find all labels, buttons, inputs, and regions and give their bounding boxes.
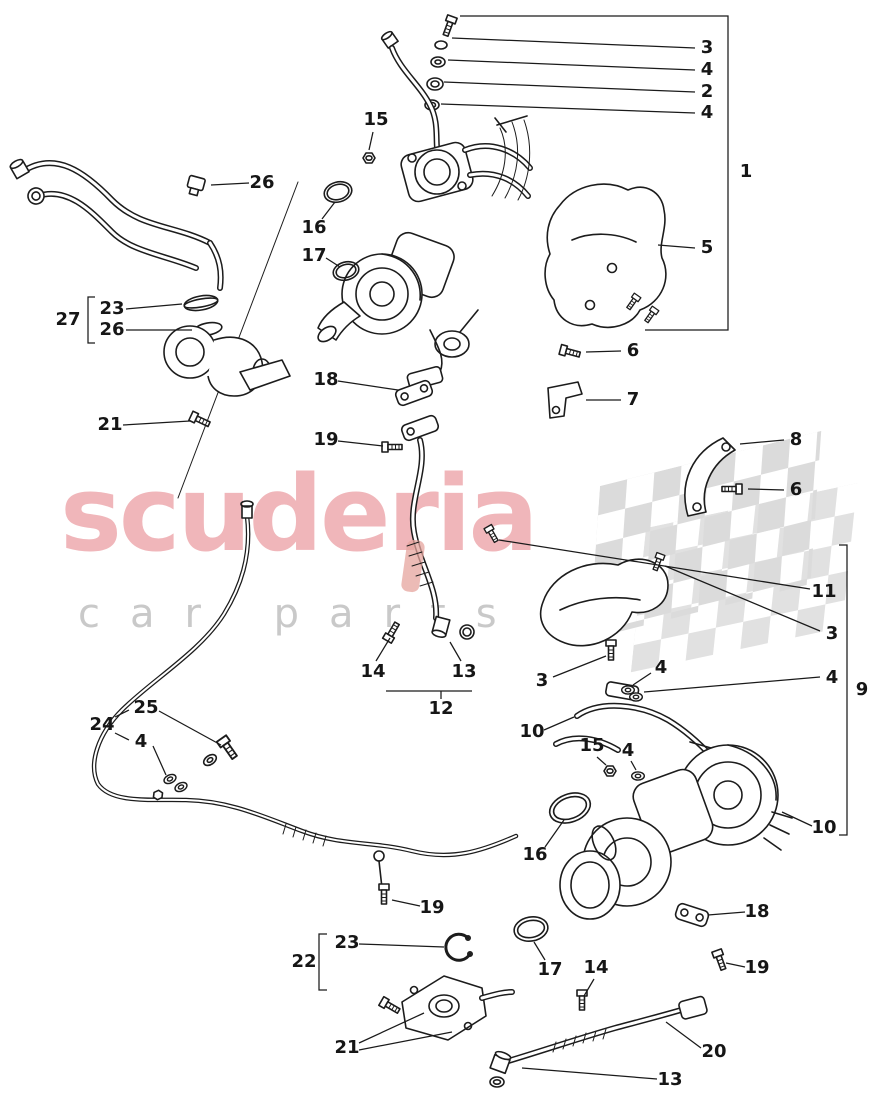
callout-21: 21 xyxy=(334,1037,360,1058)
oil-supply-line-drawing xyxy=(91,500,519,905)
snap-ring-icon xyxy=(444,932,473,962)
o-ring-icon xyxy=(513,916,549,942)
callout-16: 16 xyxy=(301,217,327,238)
callout-19: 19 xyxy=(313,429,339,450)
seal-ring-icon xyxy=(323,180,353,204)
callout-27: 27 xyxy=(55,309,81,330)
turbocharger-left-bank-drawing xyxy=(559,741,793,920)
callout-15: 15 xyxy=(579,735,605,756)
callout-25: 25 xyxy=(133,697,159,718)
callout-4: 4 xyxy=(134,731,148,752)
curved-bracket-drawing xyxy=(684,437,736,517)
callout-1: 1 xyxy=(739,161,753,182)
callout-4: 4 xyxy=(825,667,839,688)
support-bracket-drawing xyxy=(547,381,583,419)
callout-17: 17 xyxy=(301,245,327,266)
callout-13: 13 xyxy=(657,1069,683,1090)
callout-26: 26 xyxy=(99,319,125,340)
callout-19: 19 xyxy=(419,897,445,918)
callout-4: 4 xyxy=(621,740,635,761)
clamp-ring-icon xyxy=(183,294,219,312)
callout-16: 16 xyxy=(522,844,548,865)
callout-5: 5 xyxy=(700,237,714,258)
watermark-subtitle: car parts xyxy=(78,591,527,637)
callout-13: 13 xyxy=(451,661,477,682)
callout-20: 20 xyxy=(701,1041,727,1062)
callout-23: 23 xyxy=(334,932,360,953)
callout-19: 19 xyxy=(744,957,770,978)
callout-10: 10 xyxy=(811,817,837,838)
callout-14: 14 xyxy=(360,661,386,682)
oil-return-pipe-drawing xyxy=(489,995,708,1088)
oil-drain-line-right-drawing xyxy=(381,379,475,644)
callout-6: 6 xyxy=(789,479,803,500)
seal-ring-icon xyxy=(548,792,592,824)
callout-4: 4 xyxy=(700,59,714,80)
callout-7: 7 xyxy=(626,389,640,410)
callout-11: 11 xyxy=(811,581,837,602)
callout-4: 4 xyxy=(700,102,714,123)
callout-9: 9 xyxy=(855,679,869,700)
callout-22: 22 xyxy=(291,951,317,972)
callout-23: 23 xyxy=(99,298,125,319)
watermark-title: scuderia xyxy=(60,453,539,575)
callout-3: 3 xyxy=(825,623,839,644)
o-ring-icon xyxy=(332,260,360,282)
callout-10: 10 xyxy=(519,721,545,742)
callout-18: 18 xyxy=(313,369,339,390)
callout-15: 15 xyxy=(363,109,389,130)
callout-21: 21 xyxy=(97,414,123,435)
callout-3: 3 xyxy=(535,670,549,691)
sensor-icon xyxy=(186,174,206,197)
callout-8: 8 xyxy=(789,429,803,450)
callout-24: 24 xyxy=(89,714,115,735)
callout-4: 4 xyxy=(654,657,668,678)
callout-12: 12 xyxy=(428,698,454,719)
callout-18: 18 xyxy=(744,901,770,922)
wastegate-actuator-icon xyxy=(434,330,470,358)
callout-17: 17 xyxy=(537,959,563,980)
callout-14: 14 xyxy=(583,957,609,978)
gasket-drawing xyxy=(674,902,710,928)
callout-2: 2 xyxy=(700,81,714,102)
callout-3: 3 xyxy=(700,37,714,58)
callout-26: 26 xyxy=(249,172,275,193)
coolant-lines-assembly-drawing xyxy=(9,158,291,430)
callout-6: 6 xyxy=(626,340,640,361)
banjo-fitting-icon xyxy=(380,30,399,49)
